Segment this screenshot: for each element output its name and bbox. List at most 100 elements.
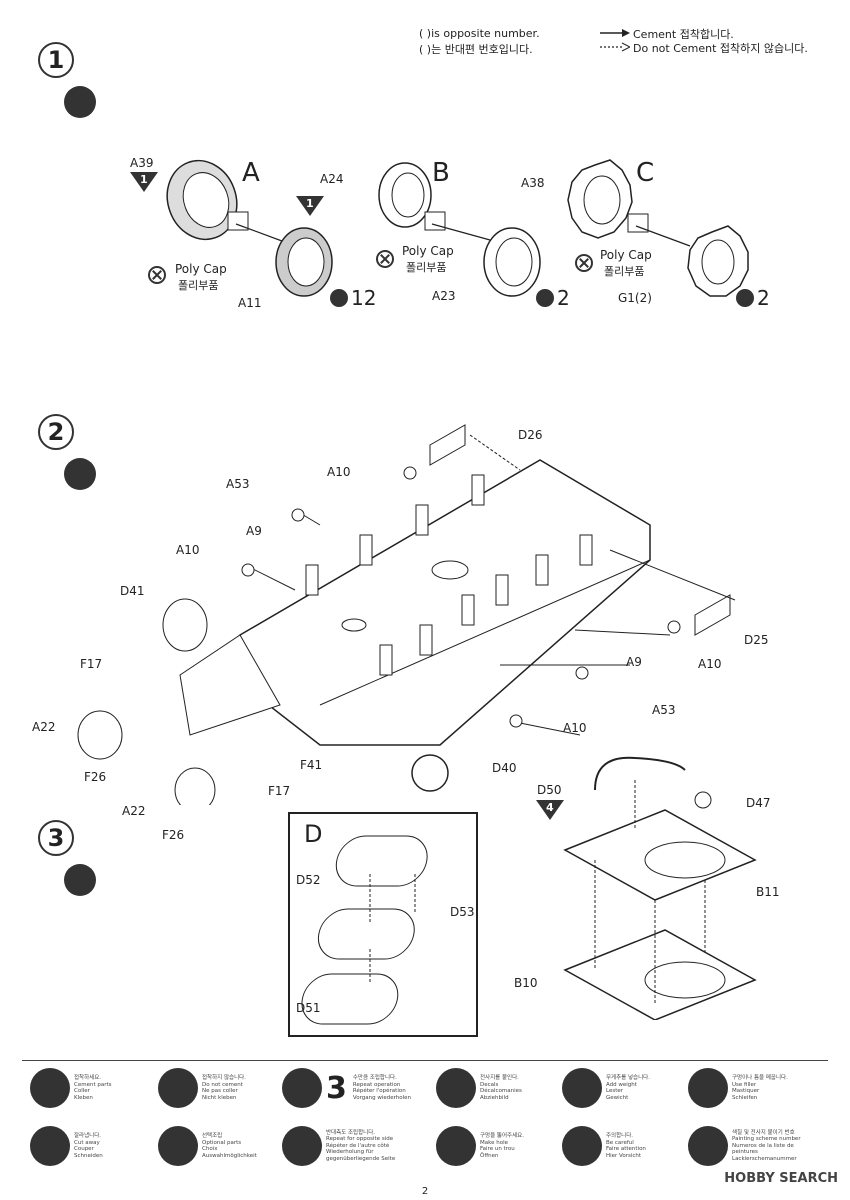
road-wheel-assembly-drawing bbox=[166, 159, 749, 297]
cement-icon bbox=[64, 864, 96, 896]
legend-divider bbox=[22, 1060, 828, 1061]
part-b11: B11 bbox=[756, 885, 780, 899]
no-cement-icon bbox=[158, 1068, 198, 1108]
filler-icon bbox=[688, 1068, 728, 1108]
inset-box-d: D bbox=[288, 812, 478, 1037]
legend-item: 반대측도 조립합니다. Repeat for opposite side Rép… bbox=[282, 1126, 402, 1166]
legend-item: 접착하세요. Cement parts Coller Kleben bbox=[30, 1068, 112, 1108]
legend-text: 선택조립 Optional parts Choix Auswahlmöglich… bbox=[202, 1133, 257, 1159]
part-a10-r1: A10 bbox=[698, 657, 722, 671]
legend-text: 접착하지 않습니다. Do not cement Ne pas coller N… bbox=[202, 1075, 246, 1101]
decal-star-icon bbox=[436, 1068, 476, 1108]
legend-text: 잘라냅니다. Cut away Couper Schneiden bbox=[74, 1133, 103, 1159]
step-2-number: 2 bbox=[38, 414, 74, 450]
paint-triangle-d50: 4 bbox=[536, 800, 564, 820]
legend-item: 선택조립 Optional parts Choix Auswahlmöglich… bbox=[158, 1126, 257, 1166]
step-3-number: 3 bbox=[38, 820, 74, 856]
part-b10: B10 bbox=[514, 976, 538, 990]
part-f26-bot: F26 bbox=[162, 828, 185, 842]
cement-icon bbox=[64, 86, 96, 118]
part-a9-r: A9 bbox=[626, 655, 642, 669]
legend-text: 구멍이나 틈을 메꿉니다. Use filler Mastiquer Schle… bbox=[732, 1075, 788, 1101]
inset-drawing bbox=[301, 835, 428, 1025]
legend-item: 구멍을 뚫어주세요. Make hole Faire un trou Öffne… bbox=[436, 1126, 524, 1166]
repeat-icon bbox=[330, 289, 348, 307]
paint-scheme-icon bbox=[688, 1126, 728, 1166]
paint-triangle-a11: 1 bbox=[296, 196, 324, 216]
polycap-label-c: Poly Cap bbox=[600, 248, 652, 262]
cement-icon bbox=[64, 458, 96, 490]
cement-arrow-icon bbox=[600, 29, 630, 52]
part-a9-top: A9 bbox=[246, 524, 262, 538]
part-d53: D53 bbox=[450, 905, 475, 919]
cement-icon bbox=[30, 1068, 70, 1108]
polycap-label-b: Poly Cap bbox=[402, 244, 454, 258]
part-f41: F41 bbox=[300, 758, 323, 772]
part-d52: D52 bbox=[296, 873, 321, 887]
group-a-letter: A bbox=[242, 158, 260, 188]
paint-triangle-a39: 1 bbox=[130, 172, 158, 192]
part-d41: D41 bbox=[120, 584, 145, 598]
part-a22-top: A22 bbox=[32, 720, 56, 734]
legend-item: 무게추를 넣습니다. Add weight Lester Gewicht bbox=[562, 1068, 650, 1108]
part-a53-top: A53 bbox=[226, 477, 250, 491]
repeat-icon bbox=[736, 289, 754, 307]
part-g1: G1(2) bbox=[618, 291, 652, 305]
cut-icon bbox=[30, 1126, 70, 1166]
legend-text: 수만큼 조립합니다. Repeat operation Répéter l'op… bbox=[352, 1075, 412, 1101]
careful-icon bbox=[562, 1126, 602, 1166]
weight-icon bbox=[562, 1068, 602, 1108]
polycap-ko-b: 폴리부품 bbox=[406, 261, 447, 274]
opposite-number-note: ( )is opposite number. bbox=[419, 27, 540, 40]
group-b-letter: B bbox=[432, 158, 450, 188]
part-d47: D47 bbox=[746, 796, 771, 810]
part-a38: A38 bbox=[521, 176, 545, 190]
part-a23: A23 bbox=[432, 289, 456, 303]
legend-item: 전사지를 붙인다. Decals Décalcomanies Abziehbil… bbox=[436, 1068, 522, 1108]
inset-letter: D bbox=[304, 820, 323, 848]
part-f17-top: F17 bbox=[80, 657, 103, 671]
legend-item: 잘라냅니다. Cut away Couper Schneiden bbox=[30, 1126, 103, 1166]
commander-hatch-drawing bbox=[563, 756, 757, 1020]
cement-legend: Cement 접착합니다. bbox=[633, 28, 734, 41]
no-cement-icon bbox=[575, 254, 593, 272]
legend-item: 주의합니다. Be careful Faire attention Hier V… bbox=[562, 1126, 646, 1166]
part-f26-top: F26 bbox=[84, 770, 107, 784]
polycap-label-a: Poly Cap bbox=[175, 262, 227, 276]
no-cement-icon bbox=[376, 250, 394, 268]
opposite-side-icon bbox=[282, 1126, 322, 1166]
part-d51: D51 bbox=[296, 1001, 321, 1015]
step-1-number: 1 bbox=[38, 42, 74, 78]
polycap-ko-c: 폴리부품 bbox=[604, 265, 645, 278]
repeat-icon bbox=[536, 289, 554, 307]
part-d25: D25 bbox=[744, 633, 769, 647]
repeat-count-a: 12 bbox=[330, 286, 376, 310]
part-d50: D50 bbox=[537, 783, 562, 797]
legend-text: 구멍을 뚫어주세요. Make hole Faire un trou Öffne… bbox=[480, 1133, 524, 1159]
repeat-count-b: 2 bbox=[536, 286, 570, 310]
repeat-icon bbox=[282, 1068, 322, 1108]
part-a10-r2: A10 bbox=[563, 721, 587, 735]
part-a10-top: A10 bbox=[327, 465, 351, 479]
part-a39: A39 bbox=[130, 156, 154, 170]
repeat-count-c: 2 bbox=[736, 286, 770, 310]
legend-text: 무게추를 넣습니다. Add weight Lester Gewicht bbox=[606, 1075, 650, 1101]
legend-text: 접착하세요. Cement parts Coller Kleben bbox=[74, 1075, 112, 1101]
group-c-letter: C bbox=[636, 158, 655, 188]
opposite-number-note-ko: ( )는 반대편 번호입니다. bbox=[419, 43, 533, 56]
part-a22-bot: A22 bbox=[122, 804, 146, 818]
legend-text: 색칠 및 전사지 붙이기 번호 Painting scheme number N… bbox=[732, 1129, 801, 1162]
legend-item: 구멍이나 틈을 메꿉니다. Use filler Mastiquer Schle… bbox=[688, 1068, 788, 1108]
page-number: 2 bbox=[421, 1186, 429, 1197]
legend-text: 전사지를 붙인다. Decals Décalcomanies Abziehbil… bbox=[480, 1075, 522, 1101]
symbol-legend: 접착하세요. Cement parts Coller Kleben 접착하지 않습… bbox=[0, 1068, 850, 1180]
part-d40: D40 bbox=[492, 761, 517, 775]
legend-item: 색칠 및 전사지 붙이기 번호 Painting scheme number N… bbox=[688, 1126, 808, 1166]
part-a53-r: A53 bbox=[652, 703, 676, 717]
legend-item: 접착하지 않습니다. Do not cement Ne pas coller N… bbox=[158, 1068, 246, 1108]
polycap-ko-a: 폴리부품 bbox=[178, 279, 219, 292]
legend-text: 반대측도 조립합니다. Repeat for opposite side Rép… bbox=[326, 1129, 396, 1162]
nocement-legend: Do not Cement 접착하지 않습니다. bbox=[633, 42, 808, 55]
part-d26: D26 bbox=[518, 428, 543, 442]
